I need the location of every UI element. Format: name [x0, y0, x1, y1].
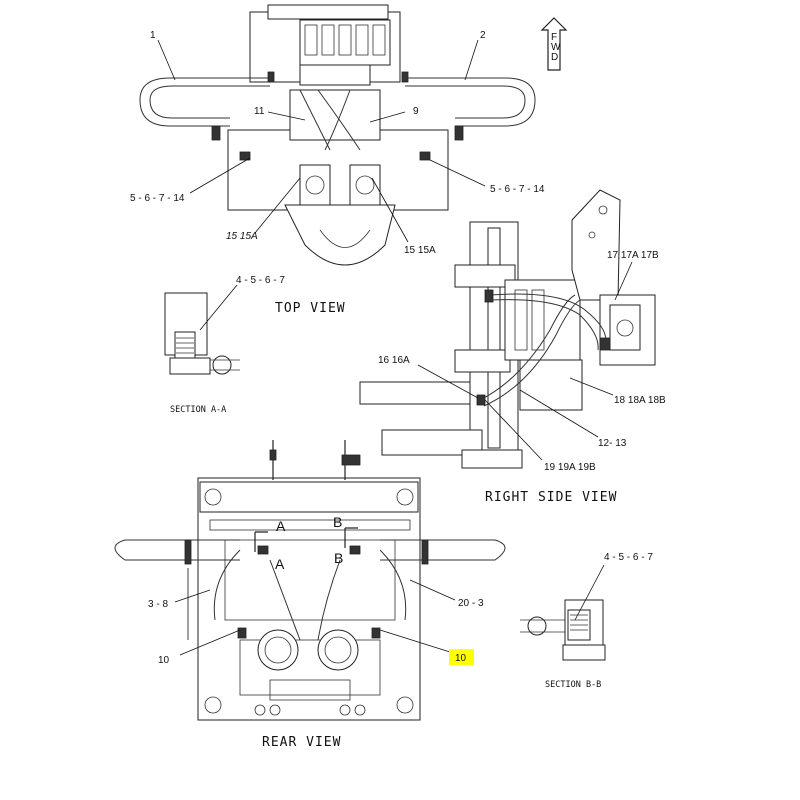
top-view-drawing — [139, 4, 536, 266]
callout-11: 11 — [254, 106, 265, 117]
callout-16-16a: 16 16A — [378, 355, 410, 366]
section-b-title: SECTION B-B — [545, 680, 601, 690]
callout-19-19a-19b: 19 19A 19B — [544, 462, 596, 473]
callout-1: 1 — [150, 30, 156, 41]
right-side-view-leaders — [417, 261, 633, 461]
section-marker-a-bottom: A — [275, 556, 285, 572]
callout-5-6-7-14-right: 5 - 6 - 7 - 14 — [490, 184, 545, 195]
callout-18-18a-18b: 18 18A 18B — [614, 395, 666, 406]
callout-15-15a-right: 15 15A — [404, 245, 436, 256]
callout-5-6-7-14-left: 5 - 6 - 7 - 14 — [130, 193, 185, 204]
top-view-leaders — [157, 39, 486, 243]
section-a-drawing — [164, 284, 240, 375]
section-marker-a-top: A — [276, 518, 286, 534]
rear-view-drawing — [114, 440, 506, 721]
top-view-title: TOP VIEW — [275, 301, 346, 316]
callout-10-right: 10 — [455, 653, 467, 664]
section-a-title: SECTION A-A — [170, 405, 226, 415]
callout-20-3: 20 - 3 — [458, 598, 484, 609]
callout-4-5-6-7-bottom: 4 - 5 - 6 - 7 — [604, 552, 653, 563]
section-marker-b-top: B — [333, 514, 342, 530]
section-b-drawing — [520, 564, 606, 661]
callout-3-8: 3 - 8 — [148, 599, 168, 610]
callout-17-17a-17b: 17 17A 17B — [607, 250, 659, 261]
rear-view-title: REAR VIEW — [262, 735, 341, 750]
callout-10-highlight — [449, 649, 474, 665]
callout-12-13: 12- 13 — [598, 438, 627, 449]
callout-4-5-6-7-top: 4 - 5 - 6 - 7 — [236, 275, 285, 286]
callout-10-left: 10 — [158, 655, 170, 666]
right-side-view-title: RIGHT SIDE VIEW — [485, 490, 617, 505]
callout-2: 2 — [480, 30, 486, 41]
section-marker-b-bottom: B — [334, 550, 343, 566]
fwd-arrow-icon — [540, 17, 568, 71]
callout-9: 9 — [413, 106, 419, 117]
right-side-view-drawing — [359, 189, 656, 469]
rear-view-leaders — [174, 568, 456, 656]
callout-15-15a-left: 15 15A — [226, 231, 258, 242]
